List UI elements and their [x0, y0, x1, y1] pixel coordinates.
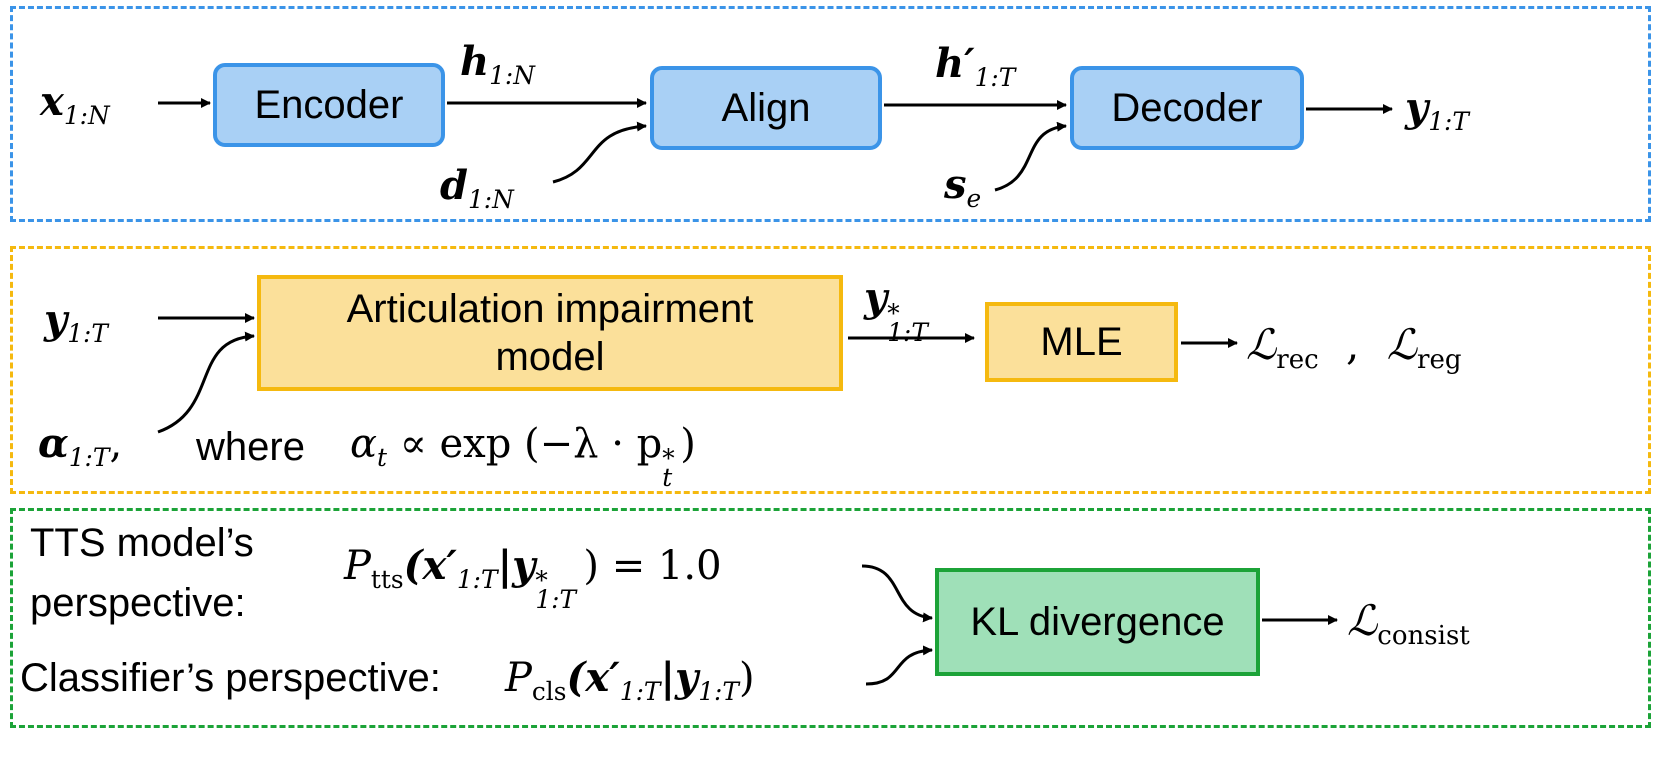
alpha-symbol: α: [38, 420, 69, 467]
formula-alpha: α: [350, 421, 378, 467]
input-y-clean: y1:T: [44, 300, 108, 346]
h-symbol: h: [460, 38, 490, 85]
consistency-panel: [10, 508, 1651, 728]
x-symbol: x: [40, 78, 64, 125]
y-in-sub: 1:T: [67, 318, 108, 348]
d-symbol: d: [440, 162, 468, 209]
l-reg-sub: reg: [1417, 345, 1462, 376]
formula-close: ): [680, 421, 696, 467]
p-tts-y-sub: 1:T: [535, 584, 577, 614]
y-star-sup: *: [887, 299, 900, 329]
alpha-weights: α1:T,: [38, 421, 123, 470]
p-tts-y-sup: *: [535, 566, 548, 596]
y-star-sub: 1:T: [887, 317, 928, 347]
p-tts-sub: tts: [370, 564, 404, 594]
classifier-perspective-label: Classifier’s perspective:: [20, 656, 441, 700]
p-cls-y-sub: 1:T: [698, 676, 739, 706]
arrow-s-to-decoder: [994, 121, 1067, 192]
alpha-formula: αt ∝ exp (−λ · p*t): [350, 421, 696, 489]
tts-perspective-label: TTS model’s perspective:: [30, 520, 254, 626]
y-sub: 1:T: [1428, 106, 1469, 136]
p-cls-expression: Pcls(x′1:T|y1:T): [505, 655, 755, 704]
arrow-pcls-to-kl: [865, 645, 933, 686]
x-sub: 1:N: [63, 100, 110, 130]
y-star-symbol: y: [864, 274, 888, 321]
arrow-d-to-align: [552, 121, 647, 184]
model-panel: [10, 6, 1651, 222]
decoder-box: Decoder: [1070, 66, 1304, 150]
tts-label-line1: TTS model’s: [30, 521, 254, 565]
l-consist-symbol: ℒ: [1347, 596, 1378, 645]
p-tts-x-sub: 1:T: [456, 564, 498, 594]
duration-d: d1:N: [440, 166, 514, 212]
y-symbol: y: [1405, 84, 1429, 131]
kl-divergence-box: KL divergence: [935, 568, 1260, 676]
impairment-model-box: Articulation impairment model: [257, 275, 843, 391]
p-cls-y: |y: [660, 654, 699, 701]
p-tts-expression: Ptts(x′1:T|y*1:T) = 1.0: [344, 543, 722, 612]
impairment-panel: [10, 246, 1651, 494]
encoder-box: Encoder: [213, 63, 445, 147]
p-cls-sub: cls: [531, 676, 567, 706]
formula-body: ∝ exp (−λ · p: [386, 421, 663, 467]
arrow-alpha-to-impairment: [157, 331, 255, 434]
s-sub: e: [966, 183, 982, 213]
p-tts-symbol: P: [344, 543, 371, 589]
alpha-comma: ,: [109, 421, 123, 467]
p-tts-y: |y: [497, 542, 536, 589]
p-cls-rest: ): [738, 655, 755, 701]
impairment-line1: Articulation impairment: [346, 287, 754, 331]
loss-consist: ℒconsist: [1347, 600, 1470, 650]
p-tts-x: (x′: [403, 542, 457, 589]
l-reg-symbol: ℒ: [1386, 320, 1418, 369]
h-prime-symbol: h′: [935, 40, 975, 87]
s-symbol: s: [944, 161, 967, 208]
formula-alpha-sub: t: [377, 442, 387, 472]
h-prime-sub: 1:T: [974, 62, 1016, 92]
y-in-symbol: y: [44, 296, 68, 343]
impairment-line2: model: [495, 335, 605, 379]
l-consist-sub: consist: [1377, 621, 1470, 652]
p-cls-x: (x′: [566, 654, 620, 701]
hidden-h: h1:N: [460, 42, 535, 88]
output-y: y1:T: [1405, 88, 1469, 134]
l-rec-symbol: ℒ: [1246, 320, 1277, 369]
y-star: y*1:T: [864, 278, 971, 345]
arrow-ptts-to-kl: [861, 564, 933, 623]
p-cls-symbol: P: [505, 655, 532, 701]
mle-box: MLE: [985, 302, 1178, 382]
speaker-s: se: [944, 165, 981, 211]
loss-separator: ,: [1346, 320, 1360, 369]
p-tts-rest: ) = 1.0: [583, 543, 722, 589]
formula-p-sup: *: [662, 444, 675, 474]
input-x: x1:N: [40, 82, 110, 128]
h-sub: 1:N: [489, 60, 535, 90]
where-label: where: [196, 425, 305, 469]
l-rec-sub: rec: [1276, 345, 1319, 376]
hidden-h-prime: h′1:T: [935, 44, 1015, 90]
p-cls-x-sub: 1:T: [619, 676, 661, 706]
d-sub: 1:N: [467, 184, 514, 214]
tts-label-line2: perspective:: [30, 581, 246, 625]
formula-p-sub: t: [662, 462, 673, 492]
align-box: Align: [650, 66, 882, 150]
loss-rec-reg: ℒrec , ℒreg: [1246, 324, 1462, 374]
alpha-sub: 1:T: [68, 442, 110, 472]
